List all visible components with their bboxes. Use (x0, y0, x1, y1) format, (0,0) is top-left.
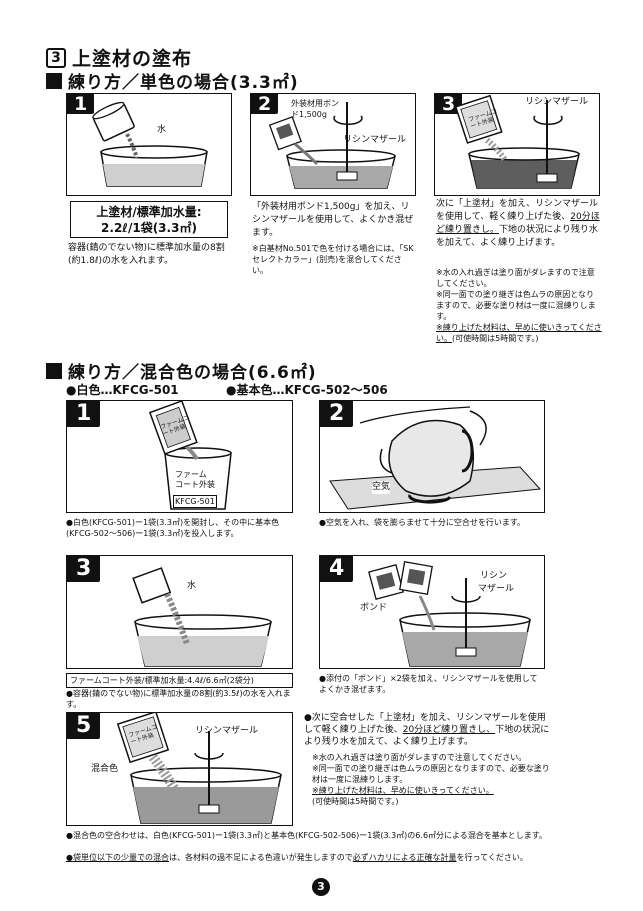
single-heading-text: 練り方／単色の場合(3.3㎡) (68, 73, 299, 93)
mixer-label: リシンマザール (525, 97, 589, 107)
water-amount-line2: 2.2ℓ/1袋(3.3㎡) (101, 221, 197, 235)
pour-water-illustration (92, 101, 208, 187)
water-label: 水 (187, 581, 197, 591)
single-heading: 練り方／単色の場合(3.3㎡) (46, 68, 299, 93)
mixer-label: リシンマザール (195, 726, 259, 736)
footnote-2: ●袋単位以下の少量での混合は、各材料の過不足による色違いが発生しますので必ずハカ… (66, 852, 606, 863)
footnote-2-underlined-1: ●袋単位以下の少量での混合 (66, 853, 169, 862)
note-3-underlined: ※練り上げた材料は、早めに使いきってください。 (436, 323, 602, 343)
single-step-1-panel: 1 水 (66, 93, 232, 196)
mixer-label-1: リシン (480, 571, 508, 581)
step-number: 2 (251, 94, 279, 114)
footnote-2-a: は、各材料の過不足による色違いが発生しますので (168, 853, 353, 862)
mixed-step-5-notes: ※水の入れ過ぎは塗り面がダレますので注意してください。 ※同一面での塗り継ぎは色… (312, 752, 554, 807)
footnote-2-underlined-2: 必ずハカリによる正確な計量 (352, 853, 457, 862)
bucket-label-2: コート外装 (175, 480, 215, 489)
mixed-water-amount-box: ファームコート外装/標準加水量:4.4ℓ/6.6㎡(2袋分) (66, 673, 293, 688)
water-amount-box: 上塗材/標準加水量: 2.2ℓ/1袋(3.3㎡) (70, 201, 228, 238)
mixed-step-5-text: ●次に空合せした「上塗材」を加え、リシンマザールを使用して軽く練り上げた後、20… (304, 712, 554, 748)
water-amount-line1: 上塗材/標準加水量: (96, 205, 202, 219)
add-bond-illustration (268, 102, 396, 189)
base-color-label: ●基本色…KFCG-502〜506 (226, 383, 388, 397)
add-coating-illustration (454, 94, 580, 189)
mixer-label: リシンマザール (343, 135, 407, 145)
step-number: 5 (67, 713, 101, 739)
page-number: 3 (312, 878, 330, 896)
single-step-1-text: 容器(錆のでない物)に標準加水量の8割(約1.8ℓ)の水を入れます。 (68, 243, 225, 266)
note-2: ※同一面での塗り継ぎは色ムラの原因となりますので、必要な塗り材は一度に混練りしま… (436, 290, 596, 321)
add-bond-illustration (368, 561, 531, 667)
mixed-heading: 練り方／混合色の場合(6.6㎡) (46, 358, 317, 383)
shake-bag-illustration (329, 406, 542, 510)
note-1: ※水の入れ過ぎは塗り面がダレますので注意してください。 (436, 268, 595, 288)
single-step-2-text: 「外装材用ボンド1,500g」を加え、リシンマザールを使用して、よくかき混ぜます… (252, 202, 414, 238)
footnote-2-b: を行ってください。 (456, 853, 528, 862)
add-mixed-color-illustration (116, 713, 282, 824)
section-title-text: 上塗材の塗布 (72, 48, 193, 70)
heading-square-icon (46, 72, 62, 89)
bucket-label-1: ファーム (175, 470, 207, 479)
step-5-text-b: 下地の状況により残り水を加えて、よく練り上げます。 (304, 725, 550, 747)
step-number: 1 (67, 401, 101, 427)
step-5-text-a: ●次に空合せした「上塗材」を加え、リシンマザールを使用して軽く練り上げた後、 (304, 713, 546, 735)
step-3-text-a: 次に「上塗材」を加え、リシンマザールを使用して、軽く練り上げた後、 (436, 199, 599, 222)
white-color-label: ●白色…KFCG-501 (66, 383, 179, 397)
note-3-b: (可使時間は5時間です。) (312, 797, 399, 806)
step-number: 4 (320, 556, 354, 582)
mixed-step-5-panel: 5 ファームコート外装 リシンマザール 混合色 (66, 712, 293, 826)
step-number: 2 (320, 401, 354, 427)
mixed-step-1-panel: 1 ファームコート外装 ファーム コート外装 KFCG-501 (66, 400, 293, 513)
water-label: 水 (157, 125, 167, 135)
section-number-badge: 3 (46, 47, 66, 68)
step-number: 1 (67, 94, 95, 114)
section-title: 3 上塗材の塗布 (46, 44, 192, 71)
step-3-text-b: 下地の状況により残り水を加えて、よく練り上げます。 (436, 225, 598, 248)
mixer-label-2: マザール (478, 584, 515, 594)
single-step-2-panel: 2 外装材用ボンド1,500g リシンマザール (250, 93, 416, 196)
note-1: ※水の入れ過ぎは塗り面がダレますので注意してください。 (312, 753, 527, 762)
mixed-step-3-text: ●容器(錆のでない物)に標準加水量の8割(約3.5ℓ)の水を入れます。 (66, 689, 291, 709)
bond-label: ボンド (360, 603, 388, 613)
mixed-step-4-panel: 4 ボンド リシン マザール (319, 555, 545, 669)
pour-water-illustration (132, 567, 272, 667)
step-3-text-underlined: 20分ほど練り置きし。 (436, 212, 600, 235)
step-number: 3 (67, 556, 101, 582)
note-3-underlined: ※練り上げた材料は、早めに使いきってください。 (312, 786, 494, 795)
mixed-step-2-text: ●空気を入れ、袋を膨らませて十分に空合せを行います。 (319, 518, 526, 527)
mixed-step-4-text: ●添付の「ボンド」×2袋を加え、リシンマザールを使用してよくかき混ぜます。 (319, 674, 538, 694)
bucket-code: KFCG-501 (173, 495, 217, 508)
air-label: 空気 (372, 481, 391, 494)
bond-label: 外装材用ボンド1,500g (291, 99, 339, 119)
mixed-step-1-text: ●白色(KFCG-501)ー1袋(3.3㎡)を開封し、その中に基本色(KFCG-… (66, 518, 280, 538)
single-step-2-note: ※白基材No.501で色を付ける場合には、「SKセレクトカラー」(別売)を混合し… (252, 244, 414, 275)
mixed-heading-text: 練り方／混合色の場合(6.6㎡) (68, 363, 317, 383)
single-step-3-panel: 3 ファームコート外装 リシンマザール (434, 93, 600, 196)
step-5-text-underlined: 20分ほど練り置きし、 (402, 725, 496, 735)
mixed-step-3-panel: 3 水 (66, 555, 293, 669)
step-number: 3 (435, 94, 463, 114)
note-3-b: (可使時間は5時間です。) (452, 334, 539, 343)
single-step-3-notes: ※水の入れ過ぎは塗り面がダレますので注意してください。 ※同一面での塗り継ぎは色… (436, 267, 602, 344)
mixed-step-2-panel: 2 空気 (319, 400, 545, 513)
heading-square-icon (46, 362, 62, 379)
mixed-color-label: 混合色 (91, 764, 119, 774)
single-step-3-text: 次に「上塗材」を加え、リシンマザールを使用して、軽く練り上げた後、20分ほど練り… (436, 198, 602, 250)
note-2: ※同一面での塗り継ぎは色ムラの原因となりますので、必要な塗り材は一度に混練りしま… (312, 764, 550, 784)
footnote-1: ●混合色の空合わせは、白色(KFCG-501)ー1袋(3.3㎡)と基本色(KFC… (66, 831, 547, 840)
